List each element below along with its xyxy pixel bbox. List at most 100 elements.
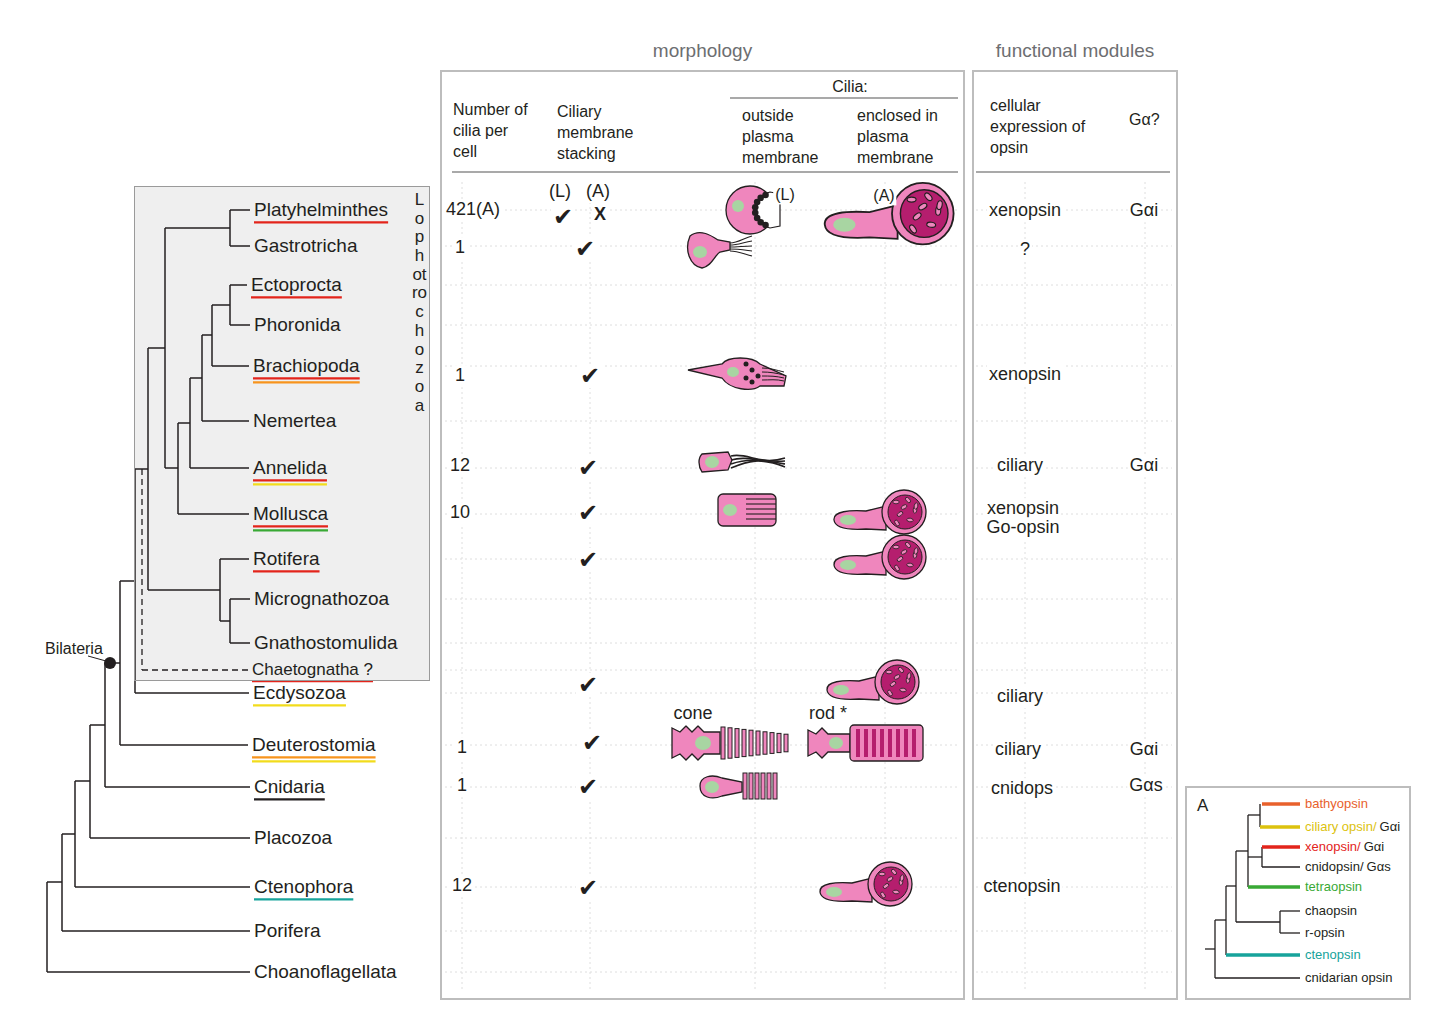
enclosed-cilia-cell bbox=[827, 660, 919, 704]
taxon-name: Gastrotricha bbox=[254, 235, 357, 258]
table-cell: Gαs bbox=[1127, 775, 1164, 797]
legend-text: xenopsin/ bbox=[1305, 839, 1361, 855]
taxon-name: Cnidaria bbox=[254, 776, 325, 799]
column-header: cellular expression of opsin bbox=[988, 96, 1097, 158]
taxon-name: Placozoa bbox=[254, 827, 332, 850]
check-mark: ✔ bbox=[551, 205, 575, 229]
table-cell: 1 bbox=[455, 737, 469, 759]
legend-text: r-opsin bbox=[1305, 925, 1345, 941]
taxon-name: Chaetognatha ? bbox=[252, 660, 373, 680]
clade-label: Bilateria bbox=[45, 639, 103, 658]
branch-swatch bbox=[1248, 885, 1300, 889]
table-cell: (A) bbox=[584, 181, 612, 203]
legend-text: cnidarian opsin bbox=[1305, 970, 1392, 986]
table-cell: (L) bbox=[773, 185, 797, 204]
legend-text: ciliary opsin/ bbox=[1305, 819, 1377, 835]
taxon-name: Ecdysozoa bbox=[253, 682, 346, 705]
taxon-name: Ectoprocta bbox=[251, 274, 342, 297]
column-header: Ciliary membrane stacking bbox=[555, 102, 654, 164]
table-cell: cone bbox=[671, 703, 714, 725]
table-cell: Go-opsin bbox=[984, 517, 1061, 539]
check-mark: ✔ bbox=[576, 876, 600, 900]
table-cell: 421(A) bbox=[444, 199, 502, 221]
uncertain-branch bbox=[142, 469, 248, 670]
branch-swatch bbox=[1262, 866, 1300, 867]
cup-cell bbox=[726, 186, 780, 234]
taxon-name: Nemertea bbox=[253, 410, 336, 433]
branch-swatch bbox=[1280, 910, 1300, 911]
table-cell: 12 bbox=[448, 455, 472, 477]
g-protein-label: Gαi bbox=[1364, 839, 1385, 855]
panel-letter: A bbox=[1197, 796, 1208, 816]
table-grid bbox=[445, 182, 1172, 992]
taxon-name: Micrognathozoa bbox=[254, 588, 389, 611]
table-panel: morphology bbox=[440, 70, 965, 1000]
taxon-name: Mollusca bbox=[253, 503, 328, 526]
table-cell: ciliary bbox=[995, 455, 1045, 477]
table-cell: 1 bbox=[453, 237, 467, 259]
g-protein-label: Gαs bbox=[1367, 859, 1391, 875]
branch-swatch bbox=[1215, 977, 1300, 978]
stacked-cilia-cell bbox=[718, 494, 776, 526]
comb-cell bbox=[688, 233, 752, 268]
clade-name: Lophotrochozoa bbox=[411, 191, 428, 415]
node-dot bbox=[104, 657, 116, 669]
table-cell: 12 bbox=[450, 875, 474, 897]
check-mark: ✔ bbox=[578, 364, 602, 388]
branch-swatch bbox=[1280, 932, 1300, 933]
taxon-underlines bbox=[251, 222, 388, 899]
legend-text: cnidopsin/ bbox=[1305, 859, 1364, 875]
taxon-name: Annelida bbox=[253, 457, 327, 480]
cone-cell bbox=[672, 726, 788, 760]
photoreceptor-cells bbox=[672, 183, 954, 906]
branch-swatch bbox=[1260, 825, 1300, 829]
inset-panel: A bbox=[1185, 786, 1411, 1000]
table-cell: ciliary bbox=[995, 686, 1045, 708]
taxon-name: Platyhelminthes bbox=[254, 199, 388, 222]
phylogenetic-tree bbox=[47, 210, 250, 972]
table-cell: 1 bbox=[455, 775, 469, 797]
table-cell: cnidops bbox=[989, 778, 1055, 800]
panel-heading: morphology bbox=[442, 40, 963, 63]
table-cell: ciliary bbox=[993, 739, 1043, 761]
table-cell: Gαi bbox=[1128, 200, 1160, 222]
table-cell: Gαi bbox=[1128, 739, 1160, 761]
legend-text: tetraopsin bbox=[1305, 879, 1362, 895]
check-mark: ✔ bbox=[576, 456, 600, 480]
check-mark: ✔ bbox=[576, 548, 600, 572]
table-cell: xenopsin bbox=[987, 200, 1063, 222]
check-mark: ✔ bbox=[573, 237, 597, 261]
legend-swatches bbox=[1215, 804, 1300, 978]
check-mark: ✔ bbox=[580, 731, 604, 755]
legend-text: bathyopsin bbox=[1305, 796, 1368, 812]
check-mark: ✔ bbox=[576, 501, 600, 525]
taxon-name: Gnathostomulida bbox=[254, 632, 398, 655]
column-header: enclosed in plasma membrane bbox=[855, 106, 959, 168]
enclosed-cilia-cell bbox=[820, 862, 912, 906]
check-mark: ✔ bbox=[576, 673, 600, 697]
column-header: Number of cilia per cell bbox=[451, 100, 535, 162]
enclosed-cilia-cell bbox=[825, 183, 954, 245]
ciliary-cell bbox=[700, 773, 777, 799]
table-cell: Gαi bbox=[1128, 455, 1160, 477]
column-header: outside plasma membrane bbox=[740, 106, 844, 168]
table-cell: ? bbox=[1018, 239, 1032, 261]
branch-swatch bbox=[1226, 953, 1300, 957]
stacked-cilia-cell bbox=[688, 358, 786, 389]
taxon-name: Brachiopoda bbox=[253, 355, 360, 378]
inset-tree bbox=[1205, 804, 1280, 978]
table-cell: 1 bbox=[453, 365, 467, 387]
table-cell: (A) bbox=[871, 186, 896, 205]
g-protein-label: Gαi bbox=[1380, 819, 1401, 835]
branch-swatch bbox=[1262, 802, 1300, 806]
table-cell: 10 bbox=[448, 502, 472, 524]
taxon-name: Phoronida bbox=[254, 314, 341, 337]
stacked-cilia-cell bbox=[699, 452, 785, 472]
enclosed-cilia-cell bbox=[834, 535, 926, 579]
panel-heading: functional modules bbox=[974, 40, 1176, 63]
table-cell: rod * bbox=[807, 703, 849, 725]
legend-text: chaopsin bbox=[1305, 903, 1357, 919]
taxon-name: Porifera bbox=[254, 920, 321, 943]
table-cell: (L) bbox=[547, 181, 573, 203]
